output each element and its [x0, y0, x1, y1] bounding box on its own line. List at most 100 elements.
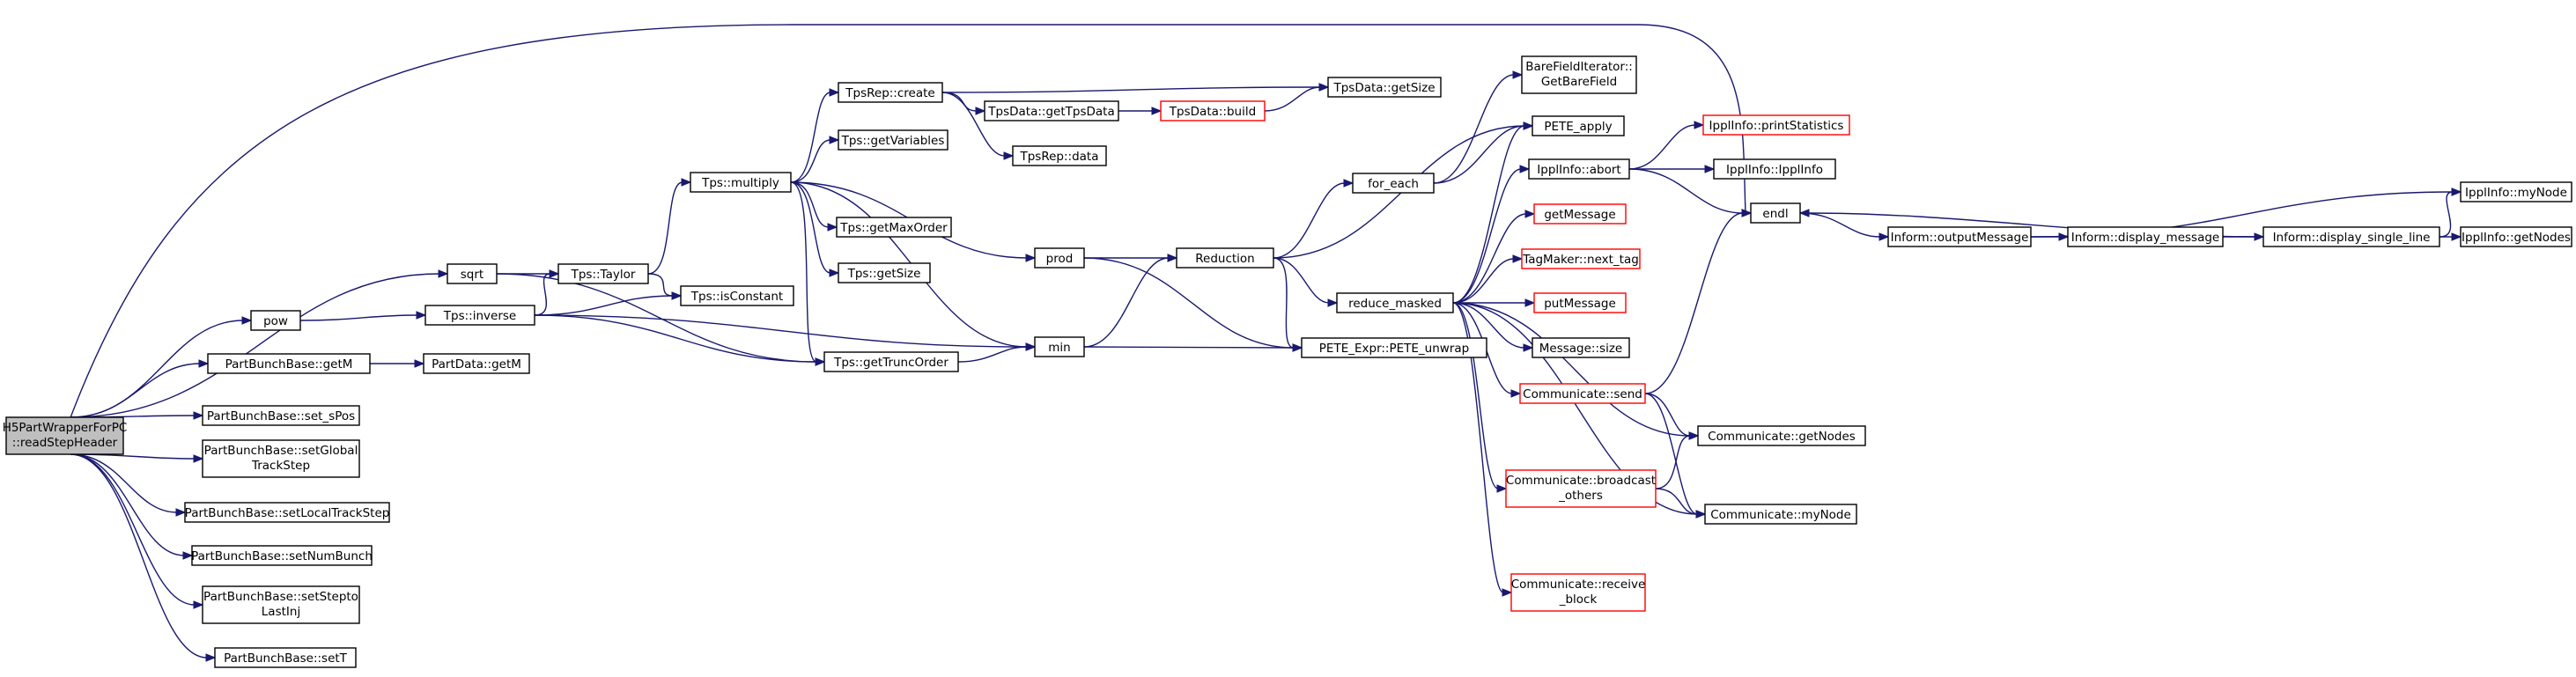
node-peteUnwrap[interactable]: PETE_Expr::PETE_unwrap: [1301, 337, 1487, 358]
edge-line: [647, 273, 674, 297]
node-getTpsData[interactable]: TpsData::getTpsData: [984, 100, 1119, 121]
node-ipplMyNode[interactable]: IpplInfo::myNode: [2460, 181, 2572, 202]
node-label: Tps::isConstant: [690, 290, 783, 304]
node-inverse[interactable]: Tps::inverse: [424, 305, 535, 326]
node-commBroadcast[interactable]: Communicate::broadcast_others: [1505, 469, 1657, 508]
node-label: Message::size: [1539, 342, 1622, 356]
node-getM[interactable]: PartBunchBase::getM: [207, 353, 371, 374]
edge-multiply-to-tpsGetSize: [790, 181, 840, 277]
node-nextTag[interactable]: TagMaker::next_tag: [1521, 248, 1641, 269]
edge-arrowhead: [1524, 298, 1536, 307]
node-label: TpsRep::create: [845, 86, 934, 100]
node-setNumBunch[interactable]: PartBunchBase::setNumBunch: [191, 545, 373, 566]
edge-ipplAbort-to-printStats: [1628, 121, 1705, 170]
edge-reduceMasked-to-ipplAbort: [1452, 165, 1531, 304]
edge-arrowhead: [438, 269, 449, 278]
node-getVariables[interactable]: Tps::getVariables: [838, 129, 948, 151]
node-label: PETE_apply: [1544, 120, 1612, 134]
node-box: [1521, 248, 1641, 269]
node-forEach[interactable]: for_each: [1352, 173, 1435, 194]
node-box: [838, 82, 943, 103]
edge-root-to-getM: [70, 359, 210, 418]
node-tpsDataBuild[interactable]: TpsData::build: [1160, 100, 1266, 121]
node-bareField[interactable]: BareFieldIterator::GetBareField: [1521, 55, 1637, 94]
edge-multiply-to-getVariables: [790, 136, 840, 183]
node-pdGetM[interactable]: PartData::getM: [423, 353, 530, 374]
edge-arrowhead: [1003, 151, 1015, 160]
node-label: sqrt: [461, 268, 483, 282]
edge-arrowhead: [1695, 510, 1707, 519]
node-msgSize[interactable]: Message::size: [1532, 337, 1630, 358]
node-displaySingleLine[interactable]: Inform::display_single_line: [2262, 226, 2440, 247]
edge-line: [1273, 182, 1346, 259]
edge-line: [70, 453, 196, 606]
edge-arrowhead: [1025, 254, 1037, 262]
node-commReceive[interactable]: Communicate::receive_block: [1510, 573, 1646, 612]
node-ipplInfoCtor[interactable]: IpplInfo::IpplInfo: [1713, 158, 1836, 180]
edge-inverse-to-min: [534, 314, 1037, 351]
node-sqrt[interactable]: sqrt: [447, 263, 498, 284]
node-ipplGetNodes[interactable]: IpplInfo::getNodes: [2460, 226, 2572, 247]
node-tpsRepCreate[interactable]: TpsRep::create: [838, 82, 943, 103]
node-isConstant[interactable]: Tps::isConstant: [680, 285, 794, 306]
edge-arrowhead: [414, 359, 425, 368]
node-setsPos[interactable]: PartBunchBase::set_sPos: [202, 405, 360, 426]
node-getMessage[interactable]: getMessage: [1533, 203, 1627, 224]
node-box: [1702, 114, 1850, 136]
node-box: [1704, 504, 1857, 525]
edge-line: [70, 453, 178, 513]
edge-arrowhead: [1512, 254, 1524, 263]
node-label: PartData::getM: [432, 357, 521, 372]
node-setLocal[interactable]: PartBunchBase::setLocalTrackStep: [184, 502, 390, 523]
node-label: LastInj: [262, 605, 300, 619]
edge-line: [1273, 257, 1330, 304]
node-box: [5, 416, 124, 455]
edge-line: [534, 314, 1028, 348]
node-endl[interactable]: endl: [1750, 202, 1801, 224]
node-setT[interactable]: PartBunchBase::setT: [214, 647, 357, 668]
node-outputMessage[interactable]: Inform::outputMessage: [1887, 226, 2032, 247]
edge-arrowhead: [975, 107, 986, 115]
edge-getM-to-pdGetM: [369, 359, 425, 368]
node-peteApply[interactable]: PETE_apply: [1532, 115, 1625, 136]
edge-arrowhead: [829, 136, 840, 144]
node-min[interactable]: min: [1034, 336, 1085, 357]
node-reduction[interactable]: Reduction: [1176, 247, 1274, 269]
node-root[interactable]: H5PartWrapperForPC::readStepHeader: [3, 416, 128, 455]
node-putMessage[interactable]: putMessage: [1533, 292, 1627, 313]
node-tpsDataGetSize[interactable]: TpsData::getSize: [1327, 77, 1442, 98]
node-tpsRepData[interactable]: TpsRep::data: [1012, 145, 1107, 166]
node-box: [1887, 226, 2032, 247]
edge-arrowhead: [2451, 188, 2462, 196]
edge-root-to-setNumBunch: [70, 453, 194, 560]
node-prod[interactable]: prod: [1034, 247, 1085, 269]
node-reduceMasked[interactable]: reduce_masked: [1336, 292, 1454, 313]
node-ipplAbort[interactable]: IpplInfo::abort: [1528, 158, 1630, 180]
node-label: IpplInfo::getNodes: [2462, 231, 2571, 245]
edge-line: [790, 181, 830, 228]
node-commSend[interactable]: Communicate::send: [1519, 383, 1646, 404]
node-pow[interactable]: pow: [250, 310, 301, 331]
edge-commBroadcast-to-myNode: [1655, 488, 1707, 519]
node-myNode[interactable]: Communicate::myNode: [1704, 504, 1857, 525]
node-getNodes[interactable]: Communicate::getNodes: [1697, 425, 1866, 446]
edge-line: [496, 273, 817, 363]
node-box: [1510, 573, 1646, 612]
edge-min-to-reduction: [1083, 254, 1178, 348]
node-truncOrder[interactable]: Tps::getTruncOrder: [823, 351, 959, 372]
node-printStats[interactable]: IpplInfo::printStatistics: [1702, 114, 1850, 136]
edge-line: [647, 181, 683, 275]
node-getMaxOrder[interactable]: Tps::getMaxOrder: [836, 217, 952, 238]
node-label: TrackStep: [251, 459, 310, 473]
node-multiply[interactable]: Tps::multiply: [690, 172, 792, 193]
node-displayMessage[interactable]: Inform::display_message: [2067, 226, 2224, 247]
edge-arrowhead: [182, 551, 194, 560]
edge-inverse-to-taylor: [534, 269, 560, 316]
edge-line: [1452, 302, 1698, 515]
edge-arrowhead: [1502, 588, 1513, 597]
node-taylor[interactable]: Tps::Taylor: [557, 263, 649, 284]
node-tpsGetSize[interactable]: Tps::getSize: [838, 262, 931, 283]
